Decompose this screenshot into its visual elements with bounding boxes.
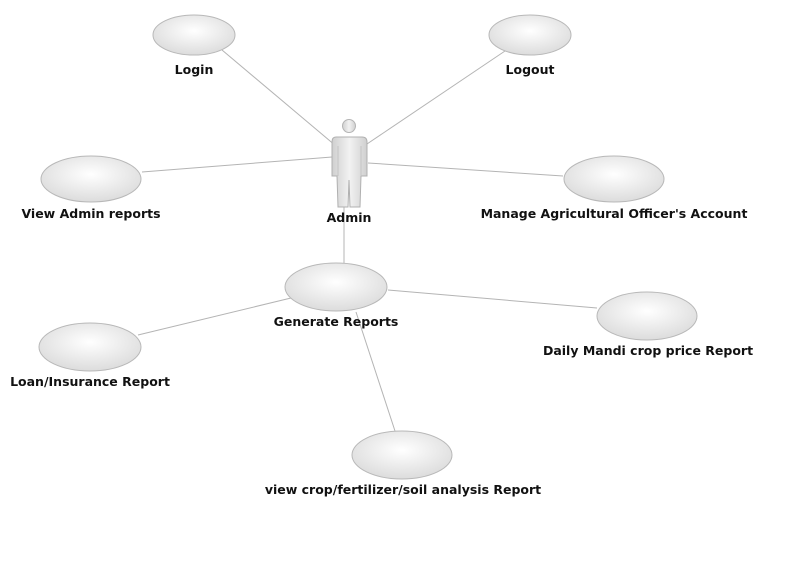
connector-generate-loan bbox=[137, 297, 292, 336]
usecase-view-admin-reports-ellipse[interactable] bbox=[40, 155, 142, 203]
connector-admin-manage-account bbox=[367, 162, 564, 177]
connectors bbox=[137, 49, 598, 432]
usecase-daily-mandi-report-ellipse[interactable] bbox=[596, 291, 698, 341]
usecase-login-ellipse[interactable] bbox=[152, 14, 236, 56]
usecase-generate-reports-label: Generate Reports bbox=[274, 314, 399, 329]
connector-generate-crop bbox=[355, 311, 396, 432]
usecase-generate-reports-ellipse[interactable] bbox=[284, 262, 388, 312]
connector-generate-mandi bbox=[387, 289, 598, 309]
actor-admin-label: Admin bbox=[327, 210, 372, 225]
usecase-view-admin-reports-label: View Admin reports bbox=[21, 206, 160, 221]
usecase-daily-mandi-report-label: Daily Mandi crop price Report bbox=[543, 343, 753, 358]
usecase-logout-ellipse[interactable] bbox=[488, 14, 572, 56]
usecase-logout-label: Logout bbox=[506, 62, 555, 77]
usecase-login-label: Login bbox=[175, 62, 214, 77]
usecase-loan-insurance-report-label: Loan/Insurance Report bbox=[10, 374, 170, 389]
usecase-manage-officer-account-label: Manage Agricultural Officer's Account bbox=[481, 206, 748, 221]
actor-body bbox=[331, 136, 368, 208]
usecase-manage-officer-account-ellipse[interactable] bbox=[563, 155, 665, 203]
connector-admin-view-reports bbox=[141, 156, 333, 173]
usecase-crop-analysis-report-ellipse[interactable] bbox=[351, 430, 453, 480]
usecase-crop-analysis-report-label: view crop/fertilizer/soil analysis Repor… bbox=[265, 482, 541, 497]
actor-head bbox=[342, 119, 356, 133]
actor-admin-figure[interactable] bbox=[331, 119, 368, 208]
labels: Login Logout View Admin reports Admin Ma… bbox=[10, 62, 753, 497]
use-cases bbox=[38, 14, 698, 480]
connector-admin-logout bbox=[363, 50, 506, 147]
connector-admin-login bbox=[221, 49, 337, 147]
usecase-loan-insurance-report-ellipse[interactable] bbox=[38, 322, 142, 372]
